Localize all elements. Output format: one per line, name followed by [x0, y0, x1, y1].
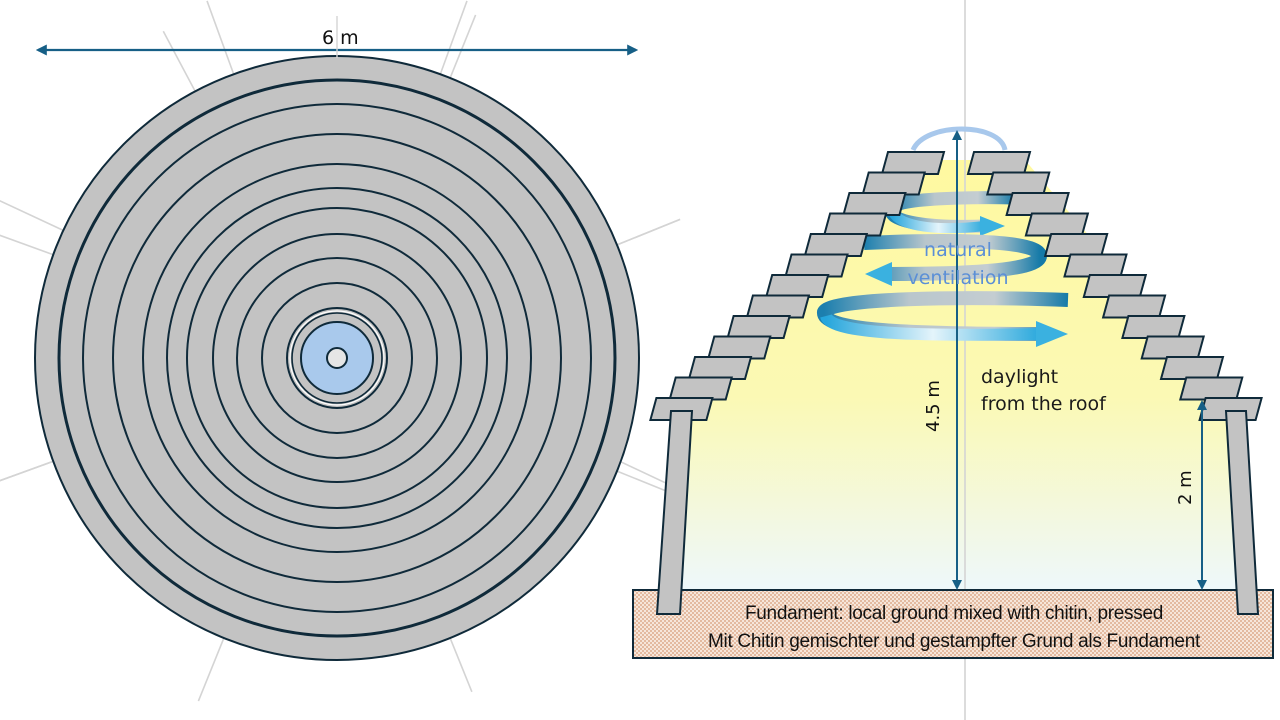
- plan-ring: [57, 78, 617, 638]
- plan-ring: [212, 233, 462, 483]
- plan-ring: [112, 133, 562, 583]
- roof-tile: [1005, 192, 1070, 216]
- ventilation-label: natural ventilation: [893, 236, 1023, 292]
- wall-left: [655, 410, 694, 615]
- roof-tile: [803, 233, 869, 257]
- roof-tile: [1121, 315, 1186, 339]
- roof-tile: [687, 356, 753, 380]
- roof-tile: [1159, 356, 1225, 380]
- plan-view: [34, 55, 640, 661]
- center-opening-icon: [326, 347, 348, 369]
- roof-tile: [861, 171, 927, 196]
- plan-ring: [236, 257, 438, 459]
- radial-guide-line: [197, 635, 226, 702]
- plan-ring: [166, 187, 508, 529]
- radial-guide-line: [438, 0, 468, 77]
- roof-tiles-left: [649, 151, 946, 421]
- roof-tile: [1043, 233, 1109, 257]
- roof-tile: [1063, 253, 1128, 278]
- radial-guide-lines: [0, 0, 681, 702]
- foundation-label-line1: Fundament: local ground mixed with chiti…: [744, 603, 1163, 624]
- daylight-label-line2: from the roof: [981, 393, 1106, 415]
- radial-guide-line: [0, 199, 66, 232]
- roof-tile: [1178, 376, 1244, 401]
- roof-tile: [745, 294, 811, 319]
- plan-ring-double-gap: [289, 310, 385, 406]
- radial-guide-line: [448, 635, 473, 693]
- plan-ring-double-inner: [291, 312, 383, 404]
- roof-tile: [1024, 212, 1090, 237]
- diameter-label: 6 m: [322, 27, 359, 49]
- plan-ring: [82, 103, 592, 613]
- ventilation-label-line2: ventilation: [907, 267, 1009, 289]
- roof-tile: [880, 151, 946, 175]
- roof-tile: [985, 171, 1051, 196]
- roof-tile: [966, 151, 1032, 175]
- radial-guide-line: [206, 0, 236, 77]
- daylight-label-line1: daylight: [981, 366, 1059, 388]
- height-label: 4.5 m: [923, 380, 944, 432]
- wall-height-label: 2 m: [1175, 470, 1196, 505]
- roof-tile: [1140, 335, 1206, 360]
- plan-ring: [261, 282, 413, 434]
- radial-guide-line: [614, 218, 681, 247]
- roof-tile: [1101, 294, 1167, 319]
- plan-ring-double-outer: [286, 307, 388, 409]
- radial-guide-line: [0, 459, 56, 482]
- radial-guide-line: [448, 14, 477, 81]
- roof-tile: [764, 274, 830, 298]
- roof-tile: [1082, 274, 1148, 298]
- roof-tile: [842, 192, 907, 216]
- plan-ring: [142, 163, 532, 553]
- radial-guide-line: [0, 234, 56, 257]
- roof-tile: [706, 335, 772, 360]
- roof-tile: [784, 253, 849, 278]
- daylight-label: daylight from the roof: [981, 364, 1106, 418]
- ventilation-label-line1: natural: [924, 239, 992, 261]
- foundation-label: Fundament: local ground mixed with chiti…: [634, 600, 1274, 656]
- roof-tile: [822, 212, 888, 237]
- roof-tile: [726, 315, 791, 339]
- roof-tile: [649, 397, 714, 421]
- plan-ring: [186, 207, 488, 509]
- foundation-label-line2: Mit Chitin gemischter und gestampfter Gr…: [708, 631, 1200, 652]
- foundation-block: [632, 589, 1274, 659]
- roof-tile: [668, 376, 734, 401]
- wall-right: [1224, 410, 1260, 615]
- radial-guide-line: [162, 30, 197, 94]
